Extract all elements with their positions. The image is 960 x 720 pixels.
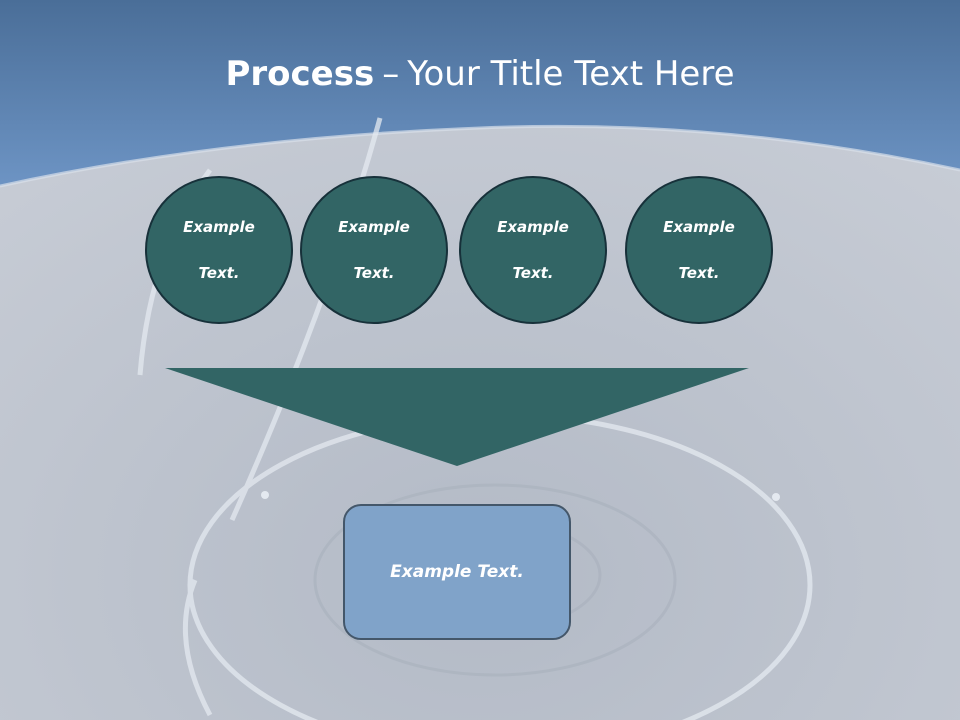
step-text-line1: Example [497, 217, 569, 236]
title-bold: Process [225, 54, 375, 94]
step-text-line2: Text. [678, 263, 720, 282]
step-text-line1: Example [663, 217, 735, 236]
funnel-arrow [165, 368, 749, 466]
slide-title: Process–Your Title Text Here [0, 52, 960, 96]
result-text: Example Text. [390, 562, 524, 582]
title-dash: – [382, 54, 400, 94]
title-rest: Your Title Text Here [407, 54, 735, 94]
step-text-line2: Text. [198, 263, 240, 282]
result-box: Example Text. [343, 504, 571, 640]
step-text-line2: Text. [353, 263, 395, 282]
step-text-line1: Example [338, 217, 410, 236]
step-text-line2: Text. [512, 263, 554, 282]
step-text-line1: Example [183, 217, 255, 236]
